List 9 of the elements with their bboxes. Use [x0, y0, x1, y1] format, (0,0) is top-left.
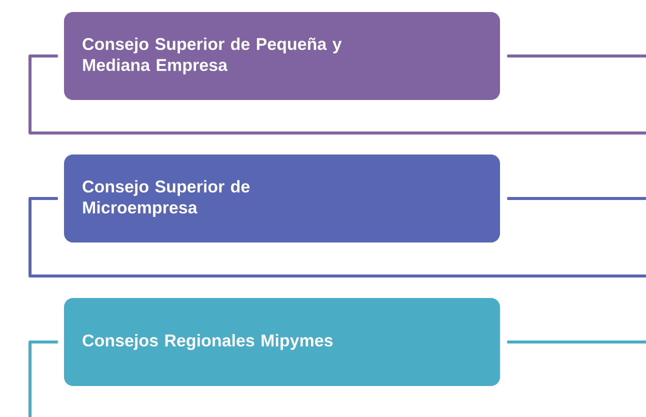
process-box: Consejo Superior de Pequeña y Mediana Empresa	[64, 12, 500, 100]
connector-line	[507, 197, 646, 200]
bracket-line	[28, 340, 58, 417]
connector-line	[507, 340, 646, 344]
bracket-line	[28, 54, 646, 134]
process-box: Consejo Superior de Microempresa	[64, 154, 500, 242]
bracket-line	[28, 197, 646, 278]
connector-line	[507, 54, 646, 58]
process-box: Consejos Regionales Mipymes	[64, 298, 500, 386]
